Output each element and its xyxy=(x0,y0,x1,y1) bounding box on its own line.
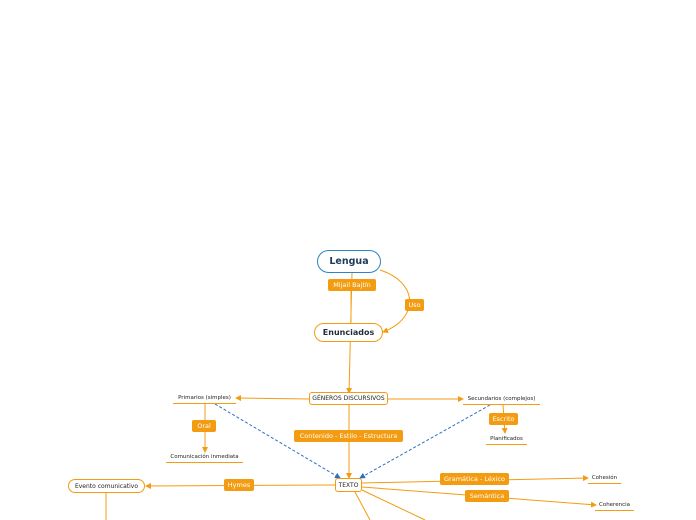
dashed-primarios-texto xyxy=(214,403,341,479)
label-contenido-estilo-estructura[interactable]: Contenido - Estilo - Estructura xyxy=(294,430,403,442)
node-cohesion[interactable]: Cohesión xyxy=(588,472,621,484)
label-gramatica-lexico[interactable]: Gramática - Léxico xyxy=(440,473,509,485)
label-oral[interactable]: Oral xyxy=(192,420,216,432)
label-escrito[interactable]: Escrito xyxy=(489,413,518,425)
node-comunicacion-inmediata[interactable]: Comunicación inmediata xyxy=(166,451,243,463)
node-secundarios[interactable]: Secundarios (complejos) xyxy=(463,393,540,405)
label-hymes[interactable]: Hymes xyxy=(224,479,254,491)
label-uso[interactable]: Uso xyxy=(405,299,424,311)
node-lengua[interactable]: Lengua xyxy=(317,250,381,273)
node-enunciados[interactable]: Enunciados xyxy=(314,323,383,342)
node-evento-comunicativo[interactable]: Evento comunicativo xyxy=(68,479,145,493)
label-semantica[interactable]: Semántica xyxy=(465,490,509,502)
connector-primarios xyxy=(235,395,310,402)
node-primarios[interactable]: Primarios (simples) xyxy=(173,392,236,404)
connector-lower-2 xyxy=(361,489,426,520)
node-texto[interactable]: TEXTO xyxy=(335,478,362,492)
node-planificados[interactable]: Planificados xyxy=(486,433,527,445)
node-coherencia[interactable]: Coherencia xyxy=(595,499,634,511)
node-generos-discursivos[interactable]: GÉNEROS DISCURSIVOS xyxy=(309,392,388,405)
connector-lower-1 xyxy=(354,491,371,520)
label-mijail-bajtin[interactable]: Mijail Bajtín xyxy=(328,279,376,291)
